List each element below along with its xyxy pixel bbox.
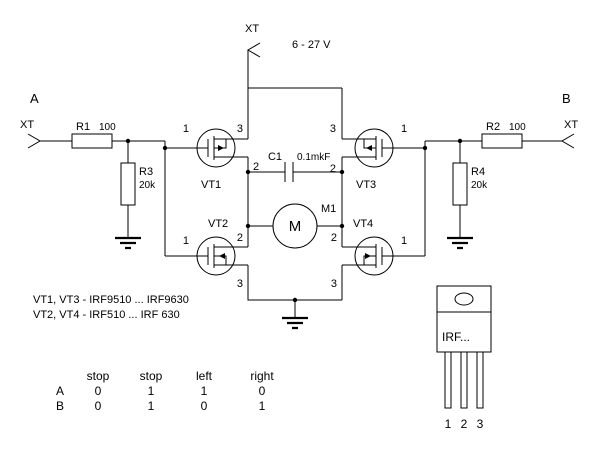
- power-section: XT 6 - 27 V: [245, 23, 342, 89]
- package-leg-1: [444, 351, 452, 409]
- tt-header-3: right: [250, 369, 274, 383]
- vt3-mosfet-symbol: [341, 128, 426, 168]
- r4-name: R4: [471, 166, 485, 178]
- c1-value: 0.1mkF: [297, 152, 330, 163]
- package-label: IRF...: [442, 330, 470, 344]
- package-tab: [436, 285, 492, 313]
- junction-dot: [125, 138, 131, 144]
- motor-designator: M1: [321, 203, 336, 215]
- notes-section: VT1, VT3 - IRF9510 ... IRF9630 VT2, VT4 …: [33, 294, 189, 321]
- connector-a-icon: [27, 133, 41, 149]
- ground-symbol-left: [115, 236, 141, 250]
- c1-name: C1: [268, 151, 282, 163]
- r1-name: R1: [76, 121, 90, 133]
- r3-value: 20k: [139, 180, 156, 191]
- node-a-label: A: [30, 91, 39, 106]
- drain-to-rail-wires: [247, 88, 343, 139]
- package-leg-2: [460, 351, 468, 409]
- input-b-section: B XT R2 100 R4 20k: [422, 91, 578, 256]
- vt1-pin-bottom: 2: [253, 161, 259, 173]
- vt4-label: VT4: [353, 218, 373, 230]
- tt-header-2: left: [196, 369, 213, 383]
- vt1-pin-top: 3: [237, 123, 243, 135]
- vt3-pin-bottom: 2: [330, 163, 336, 175]
- resistor-r4: [452, 162, 468, 206]
- connector-b-icon: [561, 133, 575, 149]
- tt-header-1: stop: [140, 369, 163, 383]
- vt1-pin-gate: 1: [183, 123, 189, 135]
- tt-row-a-val-3: 0: [259, 384, 266, 398]
- ground-symbol-right: [447, 236, 473, 250]
- vt1-label: VT1: [201, 179, 221, 191]
- r1-value: 100: [99, 122, 116, 133]
- r4-value: 20k: [471, 180, 488, 191]
- tt-row-b-val-0: 0: [95, 399, 102, 413]
- note-line-2: VT2, VT4 - IRF510 ... IRF 630: [33, 309, 180, 321]
- supply-voltage-label: 6 - 27 V: [292, 39, 331, 51]
- vt2-pin-gate: 1: [183, 235, 189, 247]
- vt4-pin-bottom: 3: [331, 278, 337, 290]
- vt3-pin-top: 3: [330, 123, 336, 135]
- resistor-r1: [71, 133, 113, 149]
- vt4-pin-gate: 1: [401, 235, 407, 247]
- bottom-rail-wire: [247, 265, 343, 318]
- vt3-label: VT3: [356, 179, 376, 191]
- resistor-r3: [120, 162, 136, 206]
- vt2-mosfet-symbol: [164, 236, 249, 276]
- vt2-pin-bottom: 3: [237, 278, 243, 290]
- package-drawing: IRF... 1 2 3: [436, 285, 492, 431]
- r3-name: R3: [139, 166, 153, 178]
- package-body: [436, 311, 492, 353]
- package-leg-3: [476, 351, 484, 409]
- junction-dot: [292, 297, 298, 303]
- r2-value: 100: [509, 122, 526, 133]
- r2-name: R2: [486, 121, 500, 133]
- resistor-r2: [481, 133, 523, 149]
- vt3-pin-gate: 1: [401, 123, 407, 135]
- tt-row-b-val-2: 0: [201, 399, 208, 413]
- package-pin-3: 3: [477, 417, 484, 431]
- vt4-mosfet-symbol: [341, 236, 426, 276]
- vt2-pin-top: 2: [237, 232, 243, 244]
- package-pin-2: 2: [461, 417, 468, 431]
- truth-table: stop stop left right A 0 1 1 0 B 0 1 0 1: [56, 369, 274, 413]
- tt-row-b-label: B: [56, 399, 64, 413]
- connector-b-label: XT: [564, 119, 578, 131]
- package-pin-1: 1: [445, 417, 452, 431]
- tt-row-b-val-1: 1: [148, 399, 155, 413]
- node-b-label: B: [562, 91, 571, 106]
- tt-row-a-label: A: [56, 384, 64, 398]
- tt-row-a-val-0: 0: [95, 384, 102, 398]
- vt1-mosfet-symbol: [164, 128, 249, 168]
- ground-symbol-center: [282, 316, 308, 330]
- tt-row-a-val-1: 1: [148, 384, 155, 398]
- vt4-pin-top: 2: [331, 232, 337, 244]
- connector-a-label: XT: [20, 119, 34, 131]
- input-a-section: A XT R1 100 R3 20k: [20, 91, 168, 256]
- tt-row-a-val-2: 1: [201, 384, 208, 398]
- power-connector-label: XT: [245, 23, 259, 35]
- vt2-label: VT2: [208, 218, 228, 230]
- motor-symbol: [272, 203, 318, 249]
- power-connector-icon: [247, 42, 261, 58]
- junction-dot: [457, 138, 463, 144]
- motor-letter: M: [289, 218, 302, 235]
- package-mounting-hole: [454, 292, 474, 306]
- tt-header-0: stop: [87, 369, 110, 383]
- capacitor-plates: [284, 162, 294, 182]
- cap-motor-section: C1 0.1mkF M M1: [248, 151, 342, 249]
- note-line-1: VT1, VT3 - IRF9510 ... IRF9630: [33, 294, 189, 306]
- tt-row-b-val-3: 1: [259, 399, 266, 413]
